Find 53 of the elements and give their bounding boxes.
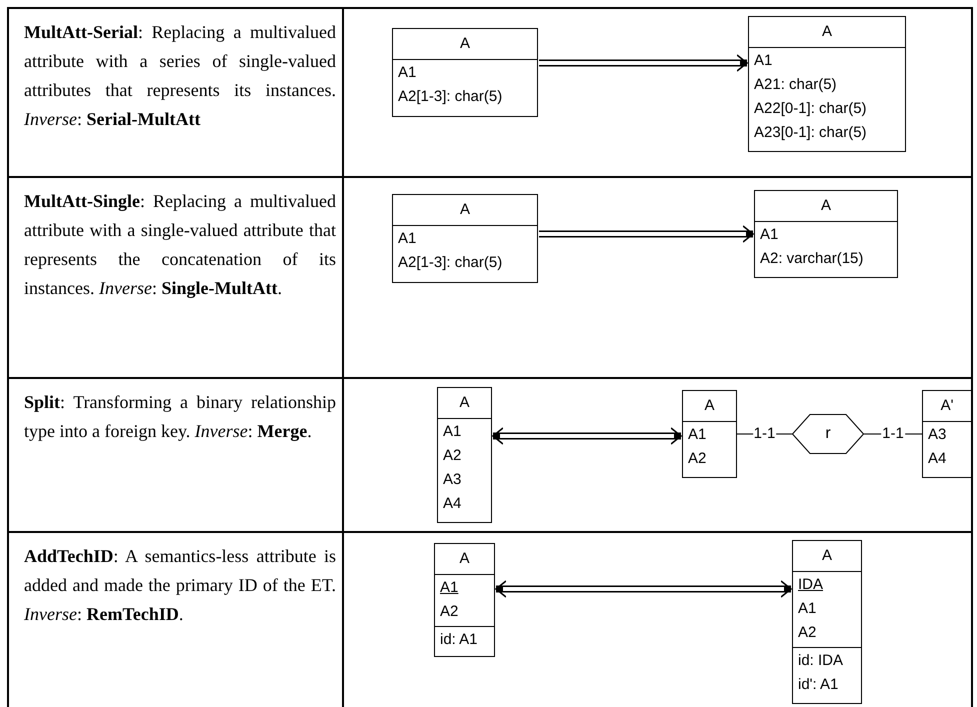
entity-box [748, 16, 906, 152]
rule-description: Split: Transforming a binary relationship type into a foreign key. Inverse: Merge. [24, 391, 336, 443]
attribute-text: A1 [443, 422, 462, 442]
entity-name: A [822, 546, 832, 566]
attribute-text: A21: char(5) [754, 75, 838, 95]
attribute-text: A1 [440, 578, 460, 598]
attribute-text: A1 [754, 51, 774, 71]
attribute-text: A2 [798, 623, 818, 643]
attribute-text: A2 [688, 449, 708, 469]
attribute-text: A1 [760, 225, 780, 245]
entity-name: A [460, 200, 470, 220]
rule-description: MultAtt-Single: Replacing a multivalued attribute with a single-valued attribute that represents the concatenation of its instances. Inverse: Single-MultAtt. [24, 190, 336, 300]
attribute-text: A1 [398, 63, 418, 83]
attribute-text: A2 [443, 446, 462, 466]
entity-name: A [822, 22, 832, 42]
entity-name: A [820, 196, 831, 216]
double-arrow-both-ways [492, 427, 682, 445]
entity-name: A' [940, 396, 954, 416]
attribute-text: A2[1-3]: char(5) [398, 87, 504, 107]
rule-description: MultAtt-Serial: Replacing a multivalued attribute with a series of single-valued attributes that represents its instances. Inverse: Serial-MultAtt [24, 21, 336, 131]
attribute-text: id: IDA [798, 651, 844, 671]
attribute-text: A22[0-1]: char(5) [754, 99, 868, 119]
entity-box [682, 390, 737, 478]
attribute-text: A3 [443, 470, 462, 490]
rule-description: AddTechID: A semantics-less attribute is added and made the primary ID of the ET. Inverse: RemTechID. [24, 545, 336, 626]
attribute-text: A2: varchar(15) [760, 249, 864, 269]
entity-box [434, 543, 495, 657]
attribute-text: IDA [798, 575, 824, 595]
entity-name: A [459, 548, 470, 569]
attribute-text: A4 [443, 494, 462, 514]
entity-box [392, 28, 538, 117]
double-arrow [539, 54, 748, 72]
attribute-text: A23[0-1]: char(5) [754, 123, 868, 143]
double-arrow-both-ways [495, 580, 792, 598]
relationship-name: r [825, 424, 831, 444]
entity-name: A [459, 392, 470, 413]
attribute-text: A4 [928, 449, 948, 469]
entity-name: A [460, 34, 470, 54]
attribute-text: A1 [688, 425, 708, 445]
attribute-text: id': A1 [798, 675, 840, 695]
entity-box [792, 540, 862, 704]
attribute-text: A1 [798, 599, 818, 619]
attribute-text: id: A1 [440, 630, 479, 650]
attribute-text: A2[1-3]: char(5) [398, 253, 504, 273]
entity-name: A [704, 396, 714, 416]
attribute-text: A2 [440, 602, 460, 622]
entity-box [922, 390, 972, 478]
entity-box [392, 194, 538, 283]
attribute-text: A3 [928, 425, 948, 445]
entity-box [437, 387, 492, 523]
double-arrow [539, 225, 754, 243]
entity-box [754, 190, 898, 278]
attribute-text: A1 [398, 229, 418, 249]
